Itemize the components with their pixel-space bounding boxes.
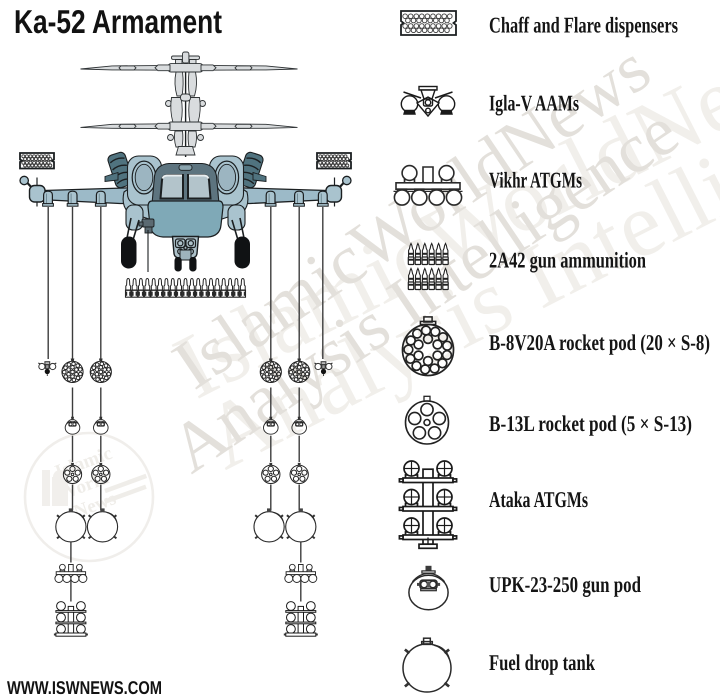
svg-text:Chaff and Flare dispensers: Chaff and Flare dispensers — [489, 13, 678, 38]
svg-text:WWW.ISWNEWS.COM: WWW.ISWNEWS.COM — [7, 677, 162, 698]
svg-text:2A42 gun ammunition: 2A42 gun ammunition — [489, 248, 646, 273]
svg-text:Fuel drop tank: Fuel drop tank — [489, 650, 595, 675]
svg-text:B-8V20A rocket pod (20 × S-8): B-8V20A rocket pod (20 × S-8) — [489, 330, 710, 355]
svg-text:Igla-V AAMs: Igla-V AAMs — [489, 91, 579, 116]
svg-text:Ataka ATGMs: Ataka ATGMs — [489, 487, 588, 512]
svg-text:Ka-52 Armament: Ka-52 Armament — [14, 3, 222, 40]
svg-text:UPK-23-250 gun pod: UPK-23-250 gun pod — [489, 572, 641, 597]
svg-text:Vikhr ATGMs: Vikhr ATGMs — [489, 168, 582, 193]
svg-text:B-13L rocket pod (5 × S-13): B-13L rocket pod (5 × S-13) — [489, 411, 692, 436]
